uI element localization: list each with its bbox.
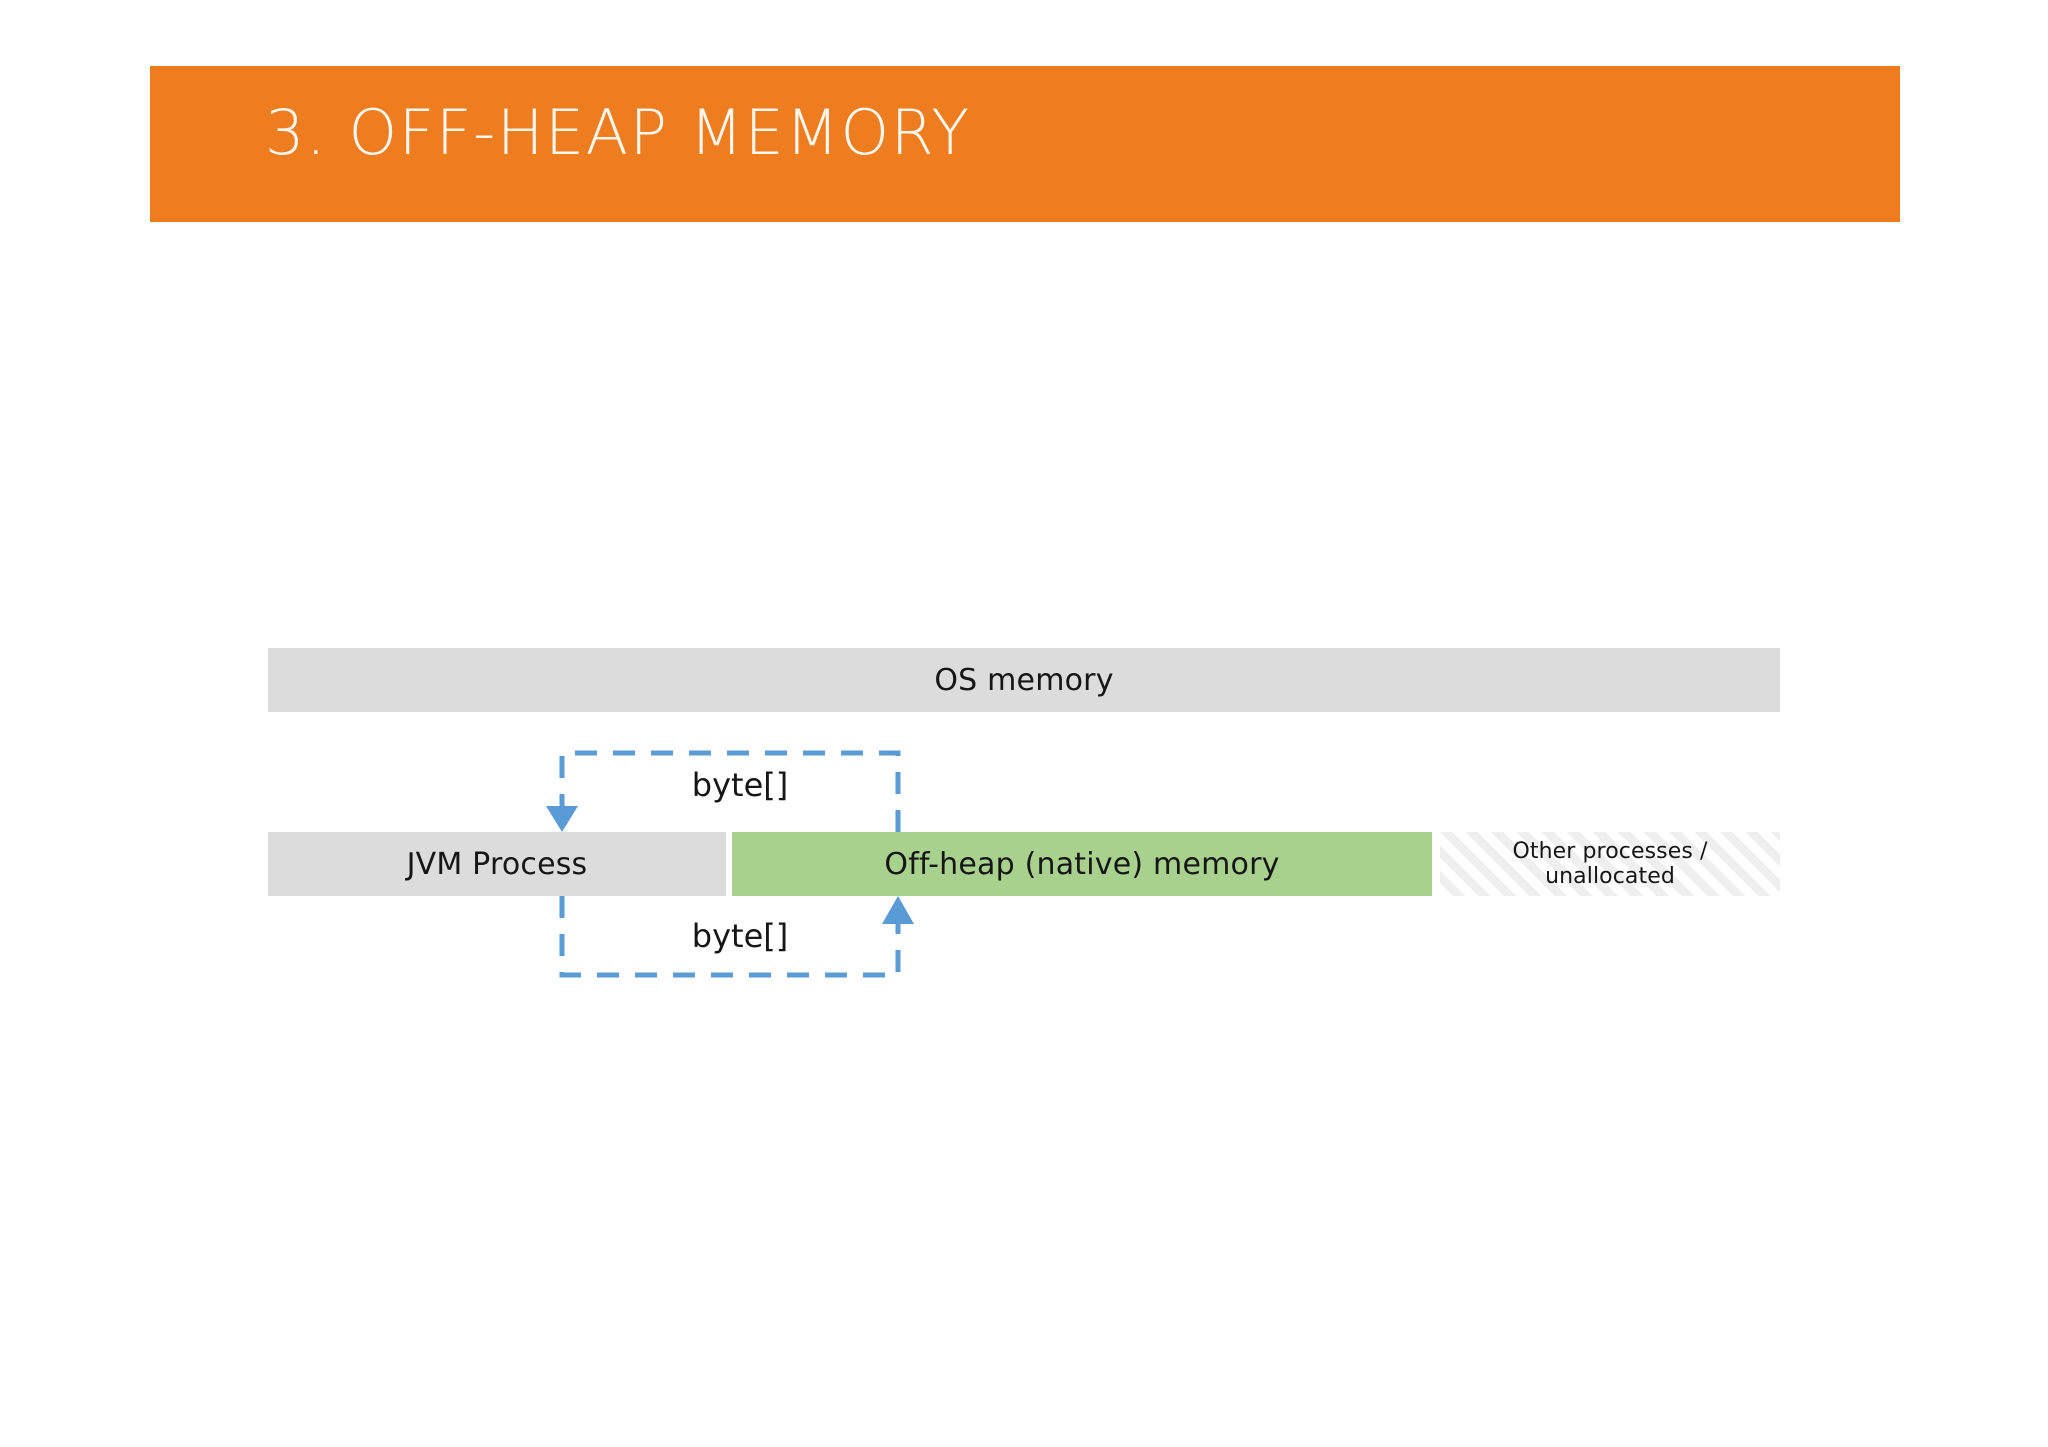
off-heap-memory-bar: Off-heap (native) memory xyxy=(732,832,1432,896)
page-title: 3. OFF-HEAP MEMORY xyxy=(265,96,971,169)
os-memory-bar: OS memory xyxy=(268,648,1780,712)
arrow-down-icon xyxy=(546,806,578,832)
off-heap-memory-label: Off-heap (native) memory xyxy=(884,846,1280,882)
byte-array-label-top: byte[] xyxy=(691,766,789,804)
title-banner: 3. OFF-HEAP MEMORY xyxy=(150,66,1900,222)
jvm-process-label: JVM Process xyxy=(406,846,588,882)
other-processes-bar: Other processes / unallocated xyxy=(1440,832,1780,896)
other-processes-label-line2: unallocated xyxy=(1545,864,1675,889)
jvm-process-bar: JVM Process xyxy=(268,832,726,896)
other-processes-label-line1: Other processes / xyxy=(1512,838,1708,864)
arrow-up-icon xyxy=(882,896,914,924)
os-memory-label: OS memory xyxy=(934,662,1114,698)
byte-array-label-bottom: byte[] xyxy=(691,917,789,955)
